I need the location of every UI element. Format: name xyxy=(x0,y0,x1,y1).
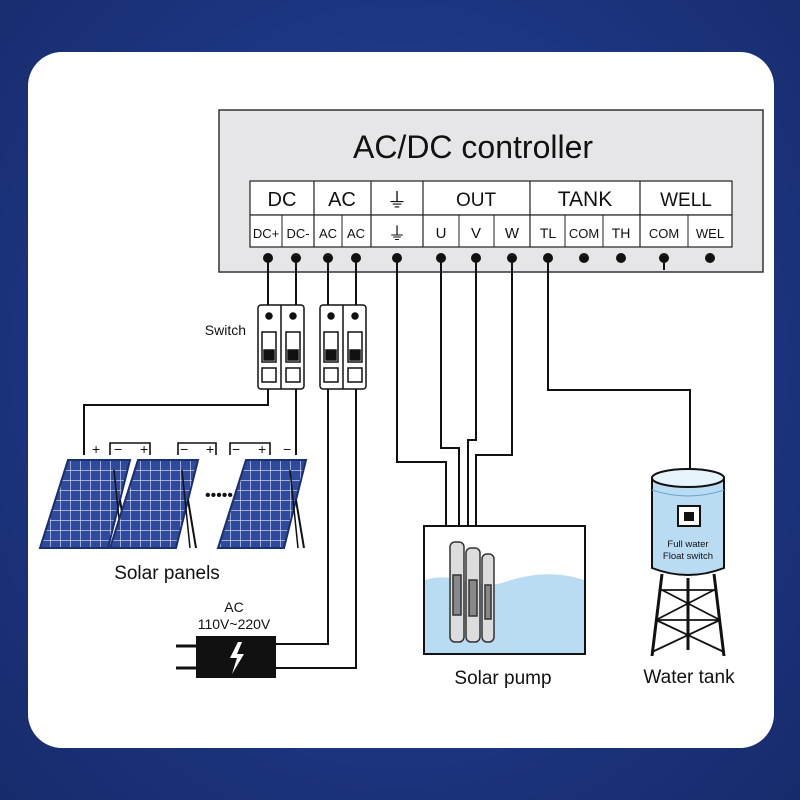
solar-panel-icon xyxy=(108,459,200,549)
terminal-th: TH xyxy=(612,225,631,241)
polarity-6: − xyxy=(232,441,240,457)
terminal-ac-1: AC xyxy=(319,226,337,241)
terminal-tl: TL xyxy=(540,225,557,241)
solar-panels: + − + − + − + − ••••• xyxy=(38,441,308,584)
polarity-8: − xyxy=(283,441,291,457)
controller-title: AC/DC controller xyxy=(353,129,593,165)
pump-icon xyxy=(449,541,495,643)
ac-source-label: AC xyxy=(224,599,243,615)
wires xyxy=(83,258,691,669)
group-ac: AC xyxy=(328,189,356,211)
solar-panel-icon xyxy=(216,459,308,549)
polarity-3: + xyxy=(140,441,148,457)
solar-pump-label: Solar pump xyxy=(454,668,551,689)
panel-ellipsis: ••••• xyxy=(205,487,233,504)
solar-panels-label: Solar panels xyxy=(114,563,220,584)
terminal-ac-2: AC xyxy=(347,226,365,241)
group-well: WELL xyxy=(660,190,712,211)
controller-box: AC/DC controller xyxy=(218,109,764,273)
water-tower-icon: Full water Float switch Water tank xyxy=(643,468,735,688)
well-water xyxy=(425,574,584,653)
terminal-well-com: COM xyxy=(649,226,679,241)
group-dc: DC xyxy=(268,189,297,211)
terminal-tank-com: COM xyxy=(569,226,599,241)
float-label-2: Float switch xyxy=(663,551,713,562)
group-ground-icon: ⏚ xyxy=(387,188,407,212)
water-tank-label: Water tank xyxy=(643,667,735,688)
solar-pump: Solar pump xyxy=(423,525,586,689)
ac-source: AC 110V~220V xyxy=(176,599,276,678)
polarity-7: + xyxy=(258,441,266,457)
terminal-u: U xyxy=(436,225,447,242)
polarity-5: + xyxy=(206,441,214,457)
terminal-ground-icon: ⏚ xyxy=(388,224,406,245)
ac-voltage-label: 110V~220V xyxy=(198,616,271,632)
switch-label: Switch xyxy=(205,322,246,338)
ac-circuit-breaker-icon xyxy=(319,304,367,390)
terminal-wel: WEL xyxy=(696,226,724,241)
terminal-dc-minus: DC- xyxy=(286,226,309,241)
float-label-1: Full water xyxy=(667,539,708,550)
group-tank: TANK xyxy=(558,188,612,211)
polarity-4: − xyxy=(180,441,188,457)
dc-switch-circuit-breaker-icon xyxy=(257,304,305,390)
group-out: OUT xyxy=(456,190,497,211)
terminal-dc-plus: DC+ xyxy=(253,226,279,241)
group-header-row xyxy=(249,180,733,216)
terminal-row xyxy=(249,214,733,248)
polarity-1: + xyxy=(92,441,100,457)
terminal-w: W xyxy=(505,225,520,242)
polarity-2: − xyxy=(114,441,122,457)
lightning-icon xyxy=(230,642,244,674)
terminal-screws xyxy=(263,253,715,263)
terminal-v: V xyxy=(471,225,481,242)
